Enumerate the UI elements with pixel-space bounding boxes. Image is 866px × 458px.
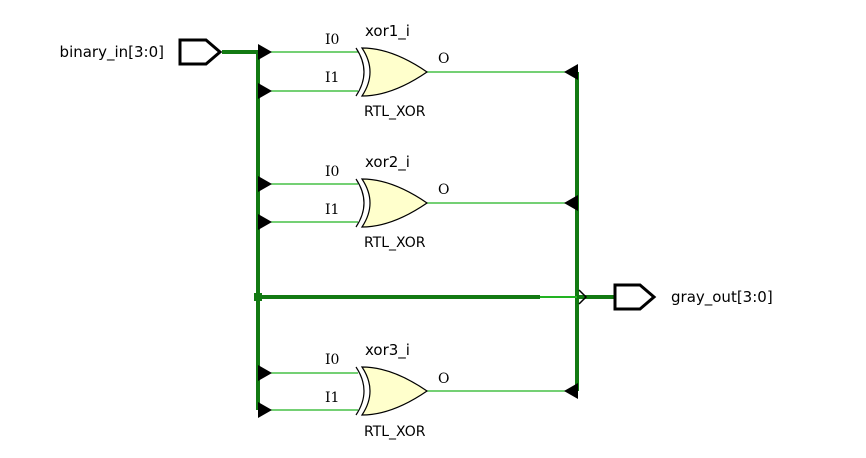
pin-label-i0: I0	[325, 164, 339, 180]
pin-label-i1: I1	[325, 390, 339, 406]
pin-marker-out-xor2	[564, 195, 578, 211]
pin-marker-xor1-i1	[258, 83, 272, 99]
pin-markers	[258, 44, 588, 418]
xor-gate-back-curve	[355, 178, 365, 228]
bus-wires	[222, 50, 614, 410]
pin-label-o: O	[438, 182, 449, 198]
pin-label-o: O	[438, 371, 449, 387]
xor-gate-back-curve	[355, 366, 365, 416]
net-wires	[258, 51, 577, 411]
pin-marker-out-feed	[578, 289, 588, 305]
output-port-label: gray_out[3:0]	[671, 288, 773, 307]
gate-xor1[interactable]: xor1_i I0 I1 O RTL_XOR	[325, 22, 449, 120]
gate-xor2[interactable]: xor2_i I0 I1 O RTL_XOR	[325, 153, 449, 251]
pin-label-i0: I0	[325, 352, 339, 368]
pin-marker-xor2-i0	[258, 176, 272, 192]
pin-label-o: O	[438, 51, 449, 67]
pin-marker-xor3-i1	[258, 402, 272, 418]
pin-label-i1: I1	[325, 202, 339, 218]
input-port-label: binary_in[3:0]	[60, 43, 164, 62]
gate-type-label: RTL_XOR	[364, 235, 426, 251]
xor-gate-symbol[interactable]	[360, 178, 429, 228]
xor-gate-back-curve	[355, 47, 365, 97]
gate-instance-label: xor3_i	[365, 341, 410, 360]
bus-junction-dot	[254, 293, 262, 301]
pin-marker-out-xor3	[564, 383, 578, 399]
output-port-icon[interactable]	[613, 283, 657, 311]
pin-marker-bus-in	[258, 44, 272, 60]
gate-instance-label: xor2_i	[365, 153, 410, 172]
gate-instance-label: xor1_i	[365, 22, 410, 41]
pin-label-i1: I1	[325, 70, 339, 86]
gate-type-label: RTL_XOR	[364, 424, 426, 440]
gate-type-label: RTL_XOR	[364, 104, 426, 120]
input-port-icon[interactable]	[178, 38, 223, 66]
xor-gate-symbol[interactable]	[360, 47, 429, 97]
input-port-binary-in[interactable]: binary_in[3:0]	[60, 38, 223, 66]
pin-marker-xor2-i1	[258, 214, 272, 230]
pin-marker-xor3-i0	[258, 365, 272, 381]
xor-gate-symbol[interactable]	[360, 366, 429, 416]
output-port-gray-out[interactable]: gray_out[3:0]	[613, 283, 773, 311]
pin-marker-out-xor1	[564, 64, 578, 80]
pin-label-i0: I0	[325, 32, 339, 48]
gate-xor3[interactable]: xor3_i I0 I1 O RTL_XOR	[325, 341, 449, 440]
